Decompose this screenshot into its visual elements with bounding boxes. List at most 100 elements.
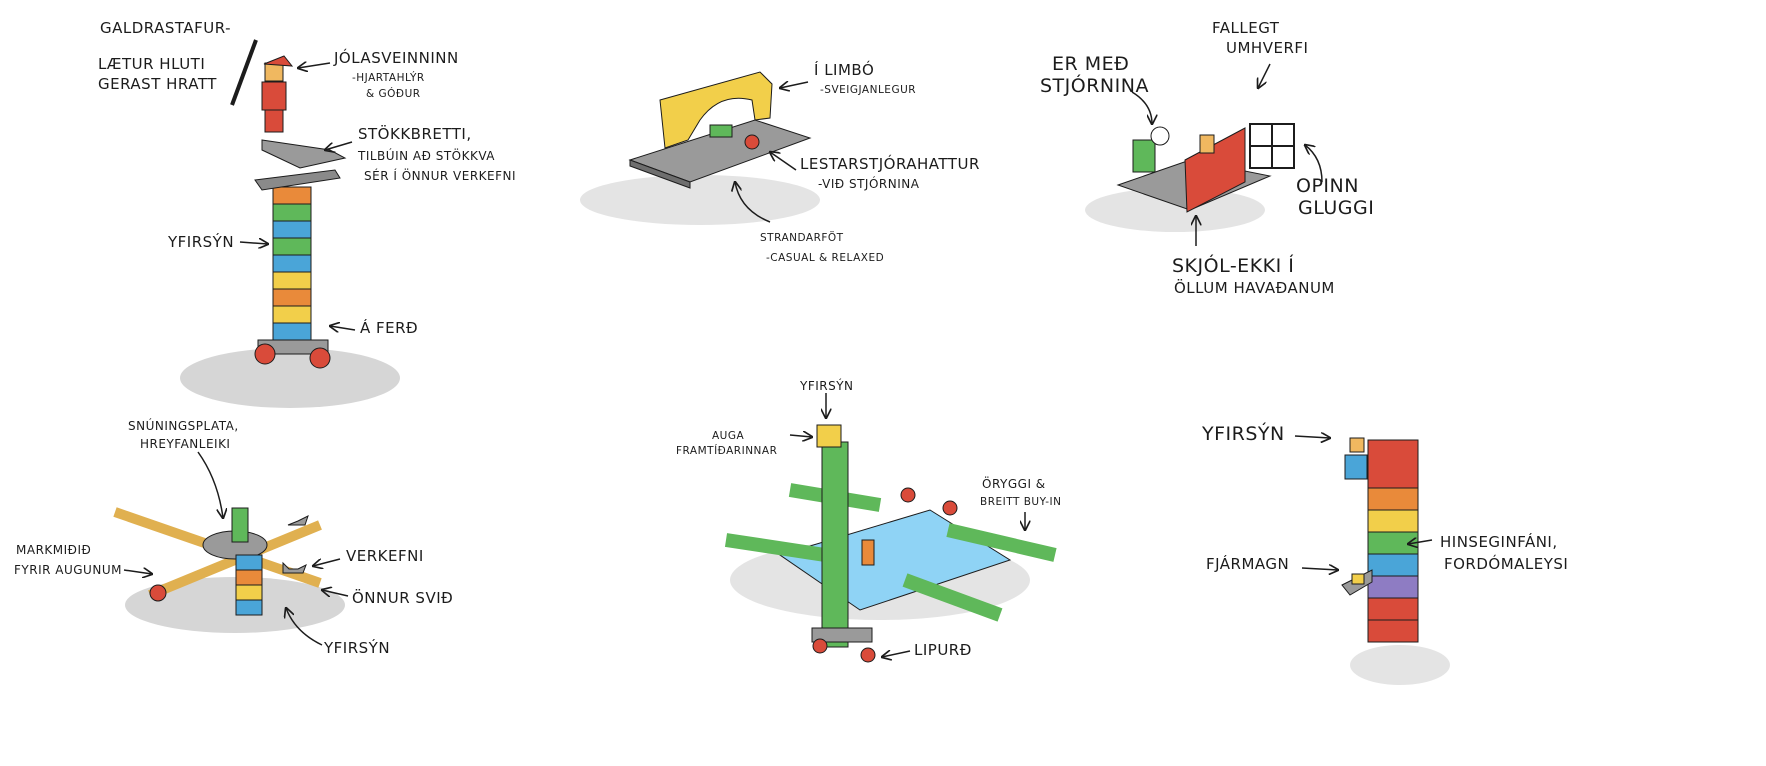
tower-brick [273, 204, 311, 221]
label-in-control: ER MEÐ [1052, 54, 1129, 76]
label-funding: FJÁRMAGN [1206, 556, 1289, 573]
wheel [901, 488, 915, 502]
label-overview-3: YFIRSÝN [800, 380, 854, 394]
label-santa-3: & GÓÐUR [366, 88, 421, 100]
label-santa-2: -HJARTAHLÝR [352, 72, 425, 84]
goal-ball [150, 585, 166, 601]
stack-brick [236, 600, 262, 615]
arrow [770, 152, 796, 170]
wall-brick [1368, 620, 1418, 642]
scene-brick-house [1085, 124, 1294, 232]
figure-head [1350, 438, 1364, 452]
stack-brick [236, 570, 262, 585]
tower-brick [273, 221, 311, 238]
arrow [780, 82, 808, 88]
label-makes-things-fast: LÆTUR HLUTI [98, 56, 205, 73]
label-beautiful-env: FALLEGT [1212, 20, 1279, 37]
label-projects: VERKEFNI [346, 548, 424, 565]
stack-brick [236, 585, 262, 600]
small-figure [862, 540, 874, 565]
label-magic-wand: GALDRASTAFUR- [100, 20, 231, 37]
arrow [198, 452, 223, 518]
wall-brick [1368, 488, 1418, 510]
arrow [1258, 64, 1270, 88]
label-goal-2: FYRIR AUGUNUM [14, 564, 122, 578]
arrow [1295, 436, 1330, 438]
train-hat [745, 135, 759, 149]
wall-brick [1368, 440, 1418, 488]
label-overview: YFIRSÝN [168, 234, 234, 251]
label-eye-of-future-2: FRAMTÍÐARINNAR [676, 445, 777, 457]
label-beach-clothes: STRANDARFÖT [760, 232, 844, 244]
wall-brick [1368, 510, 1418, 532]
label-turntable: SNÚNINGSPLATA, [128, 420, 239, 434]
arrow [313, 559, 340, 566]
label-overview-2: YFIRSÝN [324, 640, 390, 657]
scene-turntable [115, 508, 345, 633]
cat-figure [283, 563, 306, 573]
label-makes-things-fast-2: GERAST HRATT [98, 76, 217, 93]
tower-brick [273, 187, 311, 204]
wheel [255, 344, 275, 364]
label-limbo-2: -SVEIGJANLEGUR [820, 84, 916, 96]
gold-coins [1352, 574, 1364, 584]
magic-wand [232, 40, 256, 105]
wheel [943, 501, 957, 515]
label-overview-4: YFIRSÝN [1202, 424, 1285, 446]
wall-brick [1368, 576, 1418, 598]
label-pride-flag: HINSEGINFÁNI, [1440, 534, 1558, 551]
label-agility: LIPURÐ [914, 642, 972, 659]
wall-brick [1368, 554, 1418, 576]
label-shelter: SKJÓL-EKKI Í [1172, 256, 1294, 278]
scene-rainbow-wall [1342, 438, 1450, 685]
tower-brick [273, 255, 311, 272]
limbo-figure [710, 125, 732, 137]
stack-brick [236, 555, 262, 570]
label-pride-flag-2: FORDÓMALEYSI [1444, 556, 1568, 573]
eye-block [817, 425, 841, 447]
label-train-hat: LESTARSTJÓRAHATTUR [800, 156, 980, 173]
santa-hat [264, 56, 292, 66]
arrow [240, 242, 268, 244]
label-limbo: Í LIMBÓ [814, 62, 874, 79]
control-panel [1133, 140, 1155, 172]
label-on-the-move: Á FERÐ [360, 320, 418, 337]
ground-shadow [580, 175, 820, 225]
green-bar [726, 540, 825, 555]
label-santa: JÓLASVEINNINN [334, 50, 459, 67]
label-beach-clothes-2: -CASUAL & RELAXED [766, 252, 884, 264]
seated-figure [1345, 455, 1367, 479]
tower-brick [273, 238, 311, 255]
arrow [790, 435, 812, 437]
label-shelter-2: ÖLLUM HAVAÐANUM [1174, 280, 1335, 297]
steering-wheel [1151, 127, 1169, 145]
santa-body [262, 82, 286, 110]
scene-green-tower [726, 425, 1055, 662]
arrow [325, 142, 352, 150]
santa-legs [265, 108, 283, 132]
label-eye-of-future: AUGA [712, 430, 744, 442]
wheel [310, 348, 330, 368]
label-train-hat-2: -VIÐ STJÓRNINA [818, 178, 919, 192]
springboard-ramp [262, 140, 345, 168]
santa-head [265, 63, 283, 81]
wheel [861, 648, 875, 662]
arrow [330, 326, 355, 330]
ground-shadow [1350, 645, 1450, 685]
label-beautiful-env-2: UMHVERFI [1226, 40, 1308, 57]
tower-brick [273, 289, 311, 306]
label-in-control-2: STJÓRNINA [1040, 76, 1149, 98]
arrow [124, 570, 152, 574]
label-springboard: STÖKKBRETTI, [358, 126, 472, 143]
label-open-window-2: GLUGGI [1298, 198, 1374, 220]
label-security-2: BREITT BUY-IN [980, 496, 1062, 508]
green-column [822, 442, 848, 647]
arrow [1302, 568, 1338, 570]
label-springboard-2: TILBÚIN AÐ STÖKKVA [358, 150, 495, 164]
wall-brick [1368, 598, 1418, 620]
green-figure [232, 508, 248, 542]
arrow [882, 651, 910, 657]
ground-shadow [180, 348, 400, 408]
arrow [298, 63, 330, 68]
